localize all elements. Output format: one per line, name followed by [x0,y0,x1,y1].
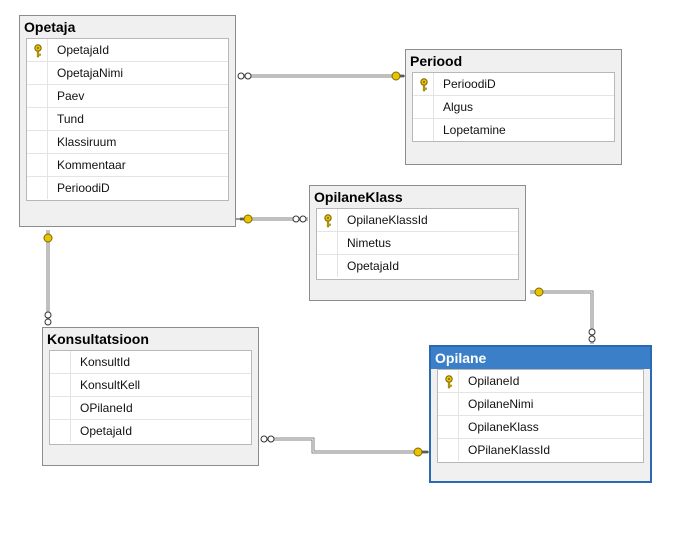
column-row[interactable]: Kommentaar [27,154,228,177]
column-row[interactable]: OpetajaId [27,39,228,62]
column-name: PerioodiD [57,181,110,195]
row-selector[interactable] [50,351,71,373]
column-name: Kommentaar [57,158,126,172]
column-row[interactable]: OpetajaId [50,420,251,443]
column-row[interactable]: OpilaneKlassId [317,209,518,232]
row-selector[interactable] [438,416,459,438]
column-name: KonsultId [80,355,131,369]
column-name: PerioodiD [443,77,496,91]
row-selector[interactable] [438,370,459,392]
table-title: Periood [410,53,463,69]
row-selector[interactable] [27,39,48,61]
column-row[interactable]: PerioodiD [27,177,228,200]
row-selector[interactable] [50,420,71,442]
table-title: Konsultatsioon [47,331,149,347]
column-row[interactable]: Tund [27,108,228,131]
column-row[interactable]: Paev [27,85,228,108]
column-row[interactable]: OpilaneId [438,370,643,393]
column-row[interactable]: Lopetamine [413,119,614,142]
relationship-opetaja-periood[interactable] [237,71,406,81]
column-name: Tund [57,112,84,126]
column-row[interactable]: OpilaneNimi [438,393,643,416]
row-selector[interactable] [27,85,48,107]
one-end-key-icon [413,447,430,457]
relationship-opetaja-konsultatsioon[interactable] [43,230,53,326]
row-selector[interactable] [27,154,48,176]
column-name: Klassiruum [57,135,117,149]
row-selector[interactable] [27,177,48,199]
row-selector[interactable] [27,131,48,153]
primary-key-icon [420,78,428,92]
relationship-opetaja-opilaneklass[interactable] [236,214,308,224]
primary-key-icon [445,375,453,389]
relationship-konsultatsioon-opilane[interactable] [260,435,430,457]
many-end-icon [44,311,52,326]
row-selector[interactable] [317,209,338,231]
column-name: OpetajaNimi [57,66,124,80]
table-title: Opetaja [24,19,76,35]
column-name: Paev [57,89,85,103]
table-title: OpilaneKlass [314,189,403,205]
one-end-key-icon [534,287,544,297]
column-name: KonsultKell [80,378,141,392]
one-end-key-icon [236,214,253,224]
primary-key-icon [324,214,332,228]
relationship-opilaneklass-opilane[interactable] [530,287,596,344]
many-end-icon [260,435,275,443]
column-name: Algus [443,100,474,114]
one-end-key-icon [391,71,406,81]
many-end-icon [588,328,596,343]
row-selector[interactable] [50,397,71,419]
column-row[interactable]: Klassiruum [27,131,228,154]
row-selector[interactable] [438,393,459,415]
many-end-icon [237,72,252,80]
column-row[interactable]: OpetajaNimi [27,62,228,85]
column-name: OpilaneNimi [468,397,534,411]
column-name: OpilaneKlass [468,420,539,434]
column-row[interactable]: OPilaneId [50,397,251,420]
one-end-key-icon [43,233,53,243]
column-name: OpilaneKlassId [347,213,428,227]
column-row[interactable]: PerioodiD [413,73,614,96]
row-selector[interactable] [317,255,338,277]
column-name: Nimetus [347,236,392,250]
column-name: OpetajaId [347,259,400,273]
row-selector[interactable] [413,73,434,95]
column-row[interactable]: Algus [413,96,614,119]
column-name: OPilaneKlassId [468,443,551,457]
column-name: OpetajaId [57,43,110,57]
column-name: OPilaneId [80,401,133,415]
row-selector[interactable] [317,232,338,254]
column-row[interactable]: KonsultKell [50,374,251,397]
column-row[interactable]: OpetajaId [317,255,518,278]
column-name: Lopetamine [443,123,506,137]
row-selector[interactable] [27,108,48,130]
row-selector[interactable] [413,96,434,118]
primary-key-icon [34,44,42,58]
column-name: OpilaneId [468,374,520,388]
column-row[interactable]: OPilaneKlassId [438,439,643,462]
row-selector[interactable] [27,62,48,84]
many-end-icon [292,215,307,223]
column-name: OpetajaId [80,424,133,438]
column-row[interactable]: KonsultId [50,351,251,374]
row-selector[interactable] [438,439,459,461]
column-row[interactable]: OpilaneKlass [438,416,643,439]
column-row[interactable]: Nimetus [317,232,518,255]
table-title: Opilane [431,347,650,369]
row-selector[interactable] [50,374,71,396]
row-selector[interactable] [413,119,434,141]
